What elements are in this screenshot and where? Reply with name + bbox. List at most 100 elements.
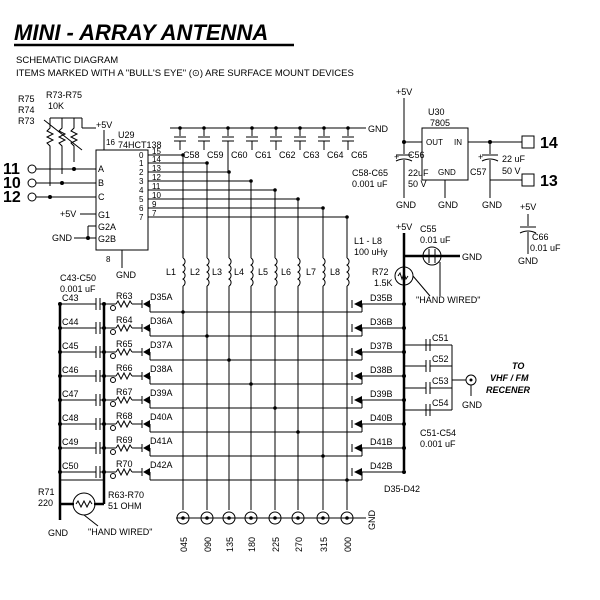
u29-gnd-pin: 8: [106, 255, 111, 264]
inductor-l5-label: L5: [258, 267, 268, 277]
diode-d39b: [354, 396, 362, 404]
inductor-l5: [273, 257, 278, 287]
r71-ref: R71: [38, 487, 55, 497]
res-r66: [115, 371, 133, 381]
output-line1: TO: [512, 361, 524, 371]
inductor-l3: [227, 257, 232, 287]
decoder-output-pin-7: 7: [152, 209, 157, 218]
antenna-connector-225: [268, 511, 282, 525]
inductor-l8-label: L8: [330, 267, 340, 277]
diode-d39b-label: D39B: [370, 389, 393, 399]
cap-c45-label: C45: [62, 341, 79, 351]
inductor-l1-label: L1: [166, 267, 176, 277]
r72-ref: R72: [372, 267, 389, 277]
terminal-14-label: 14: [540, 135, 558, 152]
c66-ref: C66: [532, 232, 549, 242]
input-terminals: 11 10 12: [3, 161, 96, 206]
cap-c63-label: C63: [303, 150, 320, 160]
antenna-connector-270: [291, 511, 305, 525]
diode-d38a-label: D38A: [150, 364, 173, 374]
output-line3: RECENER: [486, 385, 531, 395]
reg-plus5: +5V: [396, 87, 412, 97]
c66-value: 0.01 uF: [530, 243, 561, 253]
antenna-connector-315: [316, 511, 330, 525]
subtitle-1: SCHEMATIC DIAGRAM: [16, 55, 118, 66]
top-gnd-label: GND: [368, 124, 389, 134]
cap-c47-label: C47: [62, 389, 79, 399]
u30-part: 7805: [430, 118, 450, 128]
angle-label-045: 045: [179, 537, 189, 552]
antenna-connector-180: [244, 511, 258, 525]
diode-d36a: [143, 324, 150, 332]
c57-volts: 50 V: [502, 166, 521, 176]
decoder-output-pin-3: 12: [152, 173, 161, 182]
c57-gnd: GND: [482, 200, 503, 210]
c57-ref: C57: [470, 167, 487, 177]
diode-note: D35-D42: [384, 484, 420, 494]
inductor-l4: [249, 257, 254, 287]
hand-wired-label-2: "HAND WIRED": [88, 527, 152, 537]
cap-c49-label: C49: [62, 437, 79, 447]
c56-plus: +: [394, 152, 399, 162]
inductor-l8: [345, 257, 350, 287]
c51-c54-ref: C51-C54: [420, 428, 456, 438]
u29-vcc-pin: 16: [106, 138, 115, 147]
diode-d38b-label: D38B: [370, 365, 393, 375]
angle-label-270: 270: [294, 537, 304, 552]
cap-c61-label: C61: [255, 150, 272, 160]
resistor-pack: R75 R74 R73 R73-R75 10K: [18, 90, 96, 186]
c55-ref: C55: [420, 224, 437, 234]
u30-gnd-label: GND: [438, 200, 459, 210]
decoder-output-2: 2: [139, 168, 144, 177]
u29-vcc: +5V: [96, 120, 112, 130]
g2-gnd: GND: [52, 233, 73, 243]
cap-c60-label: C60: [231, 150, 248, 160]
res-r63-label: R63: [116, 291, 133, 301]
cap-c59-label: C59: [207, 150, 224, 160]
regulator-u30: +5V U30 7805 OUT IN GND + C56 22uF 50 V …: [394, 87, 558, 210]
u29-part: 74HCT138: [118, 140, 162, 150]
c58-c65-value: 0.001 uF: [352, 179, 388, 189]
r74-label: R74: [18, 105, 35, 115]
u30-gnd: GND: [438, 168, 456, 177]
diode-d37b: [354, 348, 362, 356]
angle-label-225: 225: [271, 537, 281, 552]
c57-plus: +: [478, 152, 483, 162]
hand-wired-label-1: "HAND WIRED": [416, 295, 480, 305]
c66-plus: +5V: [520, 202, 536, 212]
diode-d37a: [143, 348, 150, 356]
cap-c53-label: C53: [432, 376, 449, 386]
res-pack-range: R73-R75: [46, 90, 82, 100]
cap-c46-label: C46: [62, 365, 79, 375]
c55-bullseye: [422, 246, 442, 266]
c56-gnd: GND: [396, 200, 417, 210]
pin-g2b: G2B: [98, 234, 116, 244]
res-r63: [115, 299, 133, 309]
pin-g1: G1: [98, 210, 110, 220]
inductor-l6: [296, 257, 301, 287]
diode-d36a-label: D36A: [150, 316, 173, 326]
diode-d40b: [354, 420, 362, 428]
diode-d35a: [143, 300, 150, 308]
subtitle-2: ITEMS MARKED WITH A "BULL'S EYE" (⊙) ARE…: [16, 68, 354, 79]
c55-plus: +5V: [396, 222, 412, 232]
diode-d42a: [143, 468, 150, 476]
pin-g2a: G2A: [98, 222, 116, 232]
c57-value: 22 uF: [502, 154, 526, 164]
cap-c65-label: C65: [351, 150, 368, 160]
angle-label-180: 180: [247, 537, 257, 552]
output-line2: VHF / FM: [490, 373, 529, 383]
decoder-output-pin-4: 11: [152, 182, 161, 191]
res-r68-label: R68: [116, 411, 133, 421]
cap-c54-label: C54: [432, 398, 449, 408]
r63-r70-value: 51 OHM: [108, 501, 142, 511]
angle-label-315: 315: [319, 537, 329, 552]
l1-l8-ref: L1 - L8: [354, 236, 382, 246]
pin-a: A: [98, 164, 104, 174]
decoder-output-pin-5: 10: [152, 191, 161, 200]
diode-d38b: [354, 372, 362, 380]
inductor-l1: [181, 257, 186, 287]
